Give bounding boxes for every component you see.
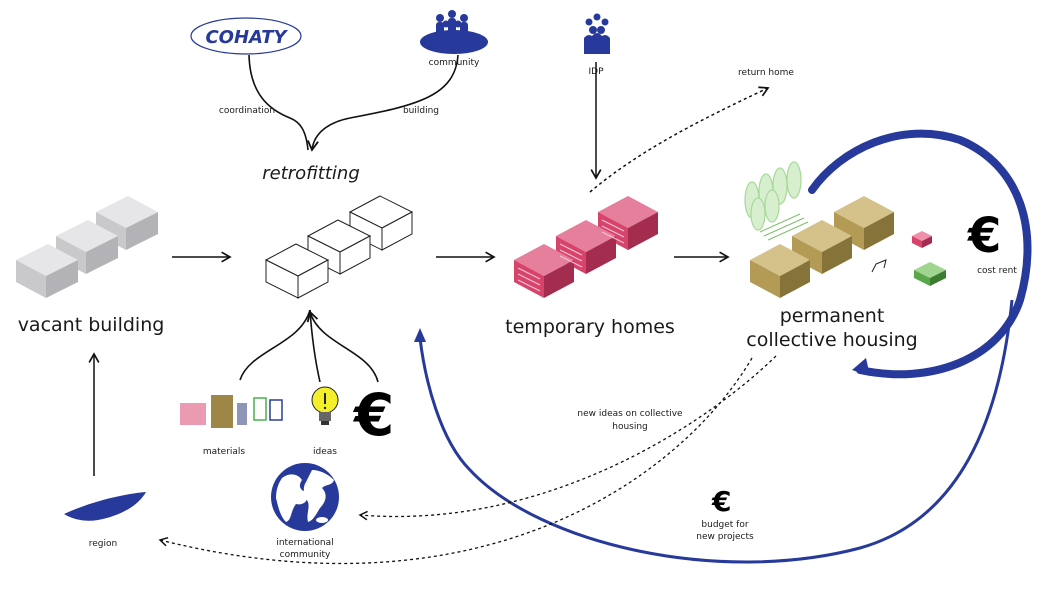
international-community-label: international community [276, 537, 333, 561]
budget-line2: new projects [696, 532, 754, 542]
retrofitting-illustration [264, 195, 414, 299]
temporary-homes-label: temporary homes [505, 316, 675, 338]
new-ideas-line1: new ideas on collective [577, 409, 683, 419]
euro-symbol-cost-rent: € [968, 208, 1002, 264]
new-ideas-label: new ideas on collective housing [577, 408, 682, 434]
euro-symbol-budget: € [712, 485, 732, 518]
building-label: building [402, 106, 440, 116]
cohaty-logo [190, 17, 302, 55]
budget-line1: budget for [701, 520, 749, 530]
lightbulb-icon [311, 386, 339, 425]
vacant-building-illustration [16, 196, 158, 298]
budget-label: budget for new projects [696, 519, 753, 543]
retrofitting-label: retrofitting [262, 163, 360, 184]
permanent-label-line1: permanent [779, 305, 885, 327]
permanent-housing-label: permanent collective housing [746, 304, 917, 352]
idp-label: IDP [588, 67, 604, 77]
coordination-label: coordination [218, 106, 276, 116]
euro-symbol-funding: € [354, 381, 395, 449]
idp-icon [584, 13, 610, 54]
international-line2: community [279, 550, 331, 560]
materials-icon [180, 395, 283, 428]
vacant-building-label: vacant building [17, 314, 165, 336]
permanent-housing-illustration [744, 161, 946, 298]
cohaty-logo-text: COHATY [205, 27, 288, 48]
temporary-homes-illustration [514, 196, 658, 298]
region-label: region [88, 539, 118, 549]
materials-label: materials [202, 447, 246, 457]
cost-rent-label: cost rent [977, 266, 1017, 276]
community-label: community [428, 58, 480, 68]
permanent-label-line2: collective housing [746, 329, 918, 351]
new-ideas-line2: housing [612, 422, 648, 432]
international-line1: international [276, 538, 334, 548]
community-icon [420, 10, 488, 54]
return-home-label: return home [738, 68, 794, 78]
ideas-label: ideas [313, 447, 337, 457]
region-icon [64, 492, 146, 521]
globe-icon [271, 463, 339, 531]
